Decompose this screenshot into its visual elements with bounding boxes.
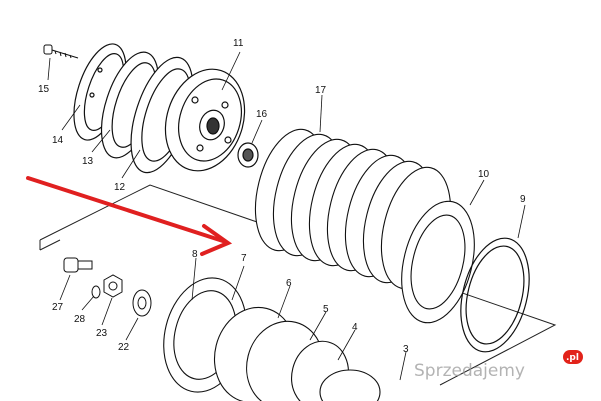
callout-15: 15 — [38, 84, 50, 95]
red-arrow — [26, 176, 233, 256]
watermark: Sprzedajemy .pl — [414, 350, 583, 381]
bolt-27 — [63, 257, 93, 273]
callout-3: 3 — [403, 344, 409, 355]
callout-8: 8 — [192, 249, 198, 260]
callout-14: 14 — [52, 135, 64, 146]
watermark-text: Sprzedajemy — [414, 361, 525, 381]
callout-23: 23 — [96, 328, 108, 339]
callout-5: 5 — [323, 304, 329, 315]
washer-28 — [91, 285, 101, 299]
callout-27: 27 — [52, 302, 64, 313]
watermark-badge-text: .pl — [566, 353, 579, 363]
callout-6: 6 — [286, 278, 292, 289]
clutch-boss-11 — [164, 68, 246, 172]
callout-22: 22 — [118, 342, 130, 353]
callout-11: 11 — [233, 38, 244, 49]
callout-17: 17 — [315, 85, 327, 96]
friction-plate-stack — [254, 128, 475, 324]
bearing-16 — [237, 142, 259, 168]
callout-9: 9 — [520, 194, 526, 205]
callout-13: 13 — [82, 156, 94, 167]
callout-7: 7 — [241, 253, 247, 264]
leader-lines — [47, 51, 526, 381]
lock-washer-22 — [132, 289, 152, 317]
callout-28: 28 — [74, 314, 86, 325]
callout-12: 12 — [114, 182, 126, 193]
callout-labels: 15 14 13 12 11 16 17 10 9 27 28 23 22 8 … — [38, 38, 526, 355]
nut-23 — [103, 274, 123, 298]
callout-16: 16 — [256, 109, 268, 120]
lower-plate-stack — [163, 277, 381, 401]
callout-4: 4 — [352, 322, 358, 333]
callout-10: 10 — [478, 169, 490, 180]
circlip-9 — [460, 237, 530, 353]
bolt-15 — [43, 44, 79, 59]
watermark-badge — [563, 350, 583, 364]
